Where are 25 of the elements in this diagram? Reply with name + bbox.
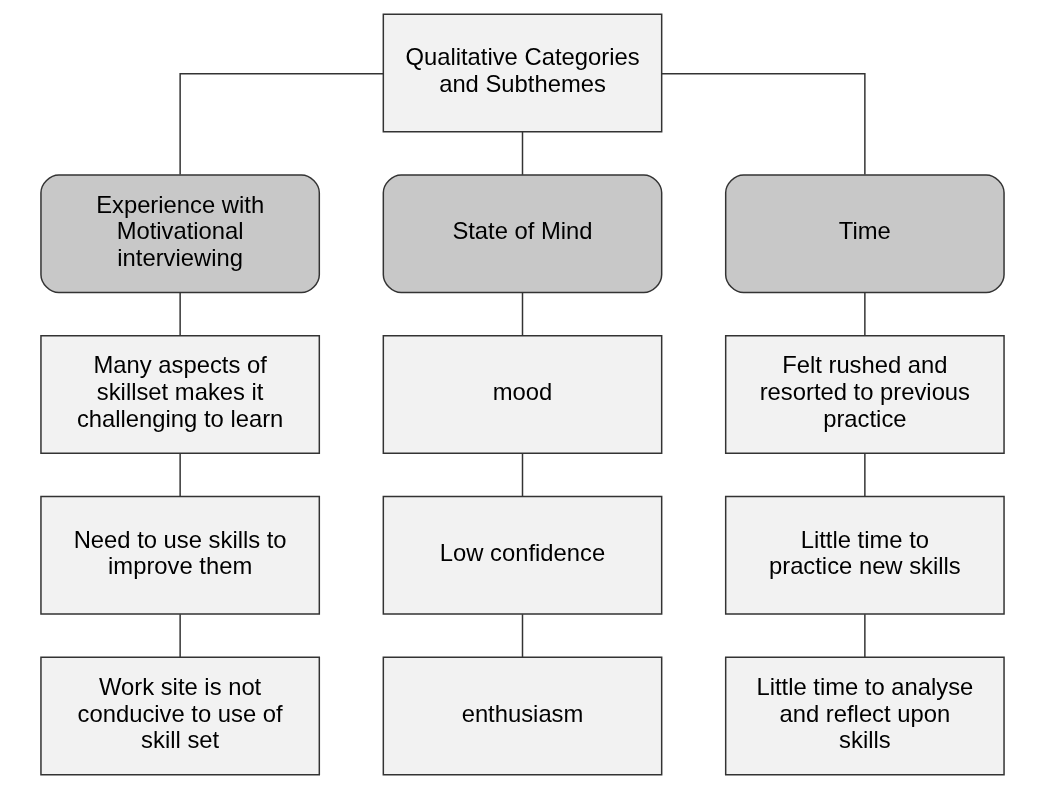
connector <box>179 291 181 337</box>
node-box: Little time to analyse and reflect upon skills <box>724 656 1005 776</box>
node-box: Time <box>724 174 1005 294</box>
connector <box>521 452 524 498</box>
node-box: Felt rushed and resorted to previous practice <box>724 334 1005 455</box>
node-box: Experience with Motivational interviewing <box>40 174 321 294</box>
node-box: State of Mind <box>382 174 663 294</box>
connector <box>521 131 524 176</box>
connector <box>661 72 866 176</box>
connector <box>864 452 866 498</box>
node-box: mood <box>382 334 663 455</box>
connector <box>864 291 866 337</box>
node-box: Low confidence <box>382 495 663 615</box>
node-box: Need to use skills to improve them <box>40 495 321 615</box>
node-box: Qualitative Categories and Subthemes <box>382 13 663 133</box>
connector <box>179 452 181 498</box>
connector <box>179 613 181 658</box>
node-box: Many aspects of skillset makes it challenging to learn <box>40 334 321 455</box>
connector <box>179 72 384 176</box>
node-box: enthusiasm <box>382 656 663 776</box>
node-box: Work site is not conducive to use of skill set <box>40 656 321 776</box>
connector <box>521 613 524 658</box>
connector <box>521 291 524 337</box>
node-box: Little time to practice new skills <box>724 495 1005 615</box>
connector <box>864 613 866 658</box>
